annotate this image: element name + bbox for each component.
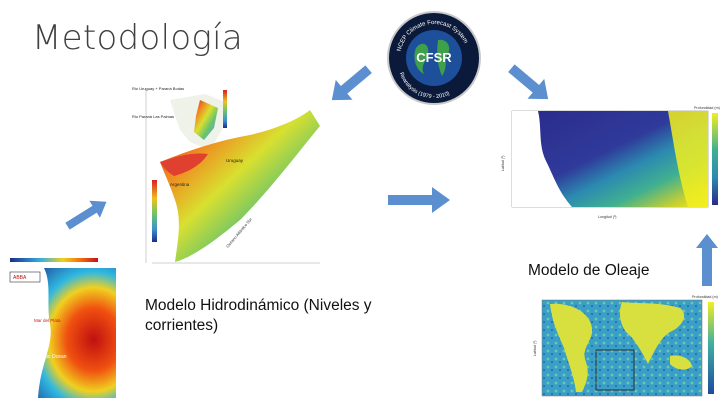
left-label-mar-del-plata: Mar del Plata [34, 318, 61, 323]
global-ylabel: Latitud (º) [533, 341, 537, 357]
hydrodynamic-model-label: Modelo Hidrodinámico (Niveles y corrient… [145, 297, 372, 334]
cfsr-logo: CFSR NCEP Climate Forecast System Reanal… [386, 10, 482, 106]
hydro-label-uruguay-river: Rio Uruguay + Paraná Bodas [132, 86, 184, 91]
hydro-label-parana-river: Rio Paraná Las Palmas [132, 114, 174, 119]
hydro-label-argentina: Argentina [170, 182, 190, 187]
left-label-abba: ABBA [13, 275, 27, 281]
hydro-label-uruguay: Uruguay [226, 158, 244, 163]
cfsr-text: CFSR [416, 50, 452, 65]
left-label-atlantic: Atlantic Ocean [34, 354, 67, 360]
hydrodynamic-map: Rio Uruguay + Paraná Bodas Rio Paraná La… [130, 80, 330, 275]
global-bathymetry-map: Profundidad (m) Latitud (º) [530, 292, 728, 398]
wave-colorbar-title: Profundidad (m) [694, 106, 720, 110]
wave-model-map: Profundidad (m) Longitud (º) Latitud (º) [498, 105, 728, 225]
arrow-cfsr-to-wave-icon [508, 64, 549, 100]
arrow-hydro-to-wave-icon [388, 187, 450, 213]
arrow-to-hydro-icon [65, 200, 107, 230]
arrow-cfsr-to-hydro-icon [331, 65, 372, 101]
wave-xlabel: Longitud (º) [598, 215, 617, 219]
slide-title: Metodología [32, 18, 244, 58]
global-colorbar-title: Profundidad (m) [692, 295, 718, 299]
arrow-global-to-wave-icon [696, 234, 718, 286]
regional-map: ABBA Mar del Plata Atlantic Ocean [4, 254, 116, 398]
wave-ylabel: Latitud (º) [501, 156, 505, 172]
wave-model-label: Modelo de Oleaje [528, 262, 650, 279]
